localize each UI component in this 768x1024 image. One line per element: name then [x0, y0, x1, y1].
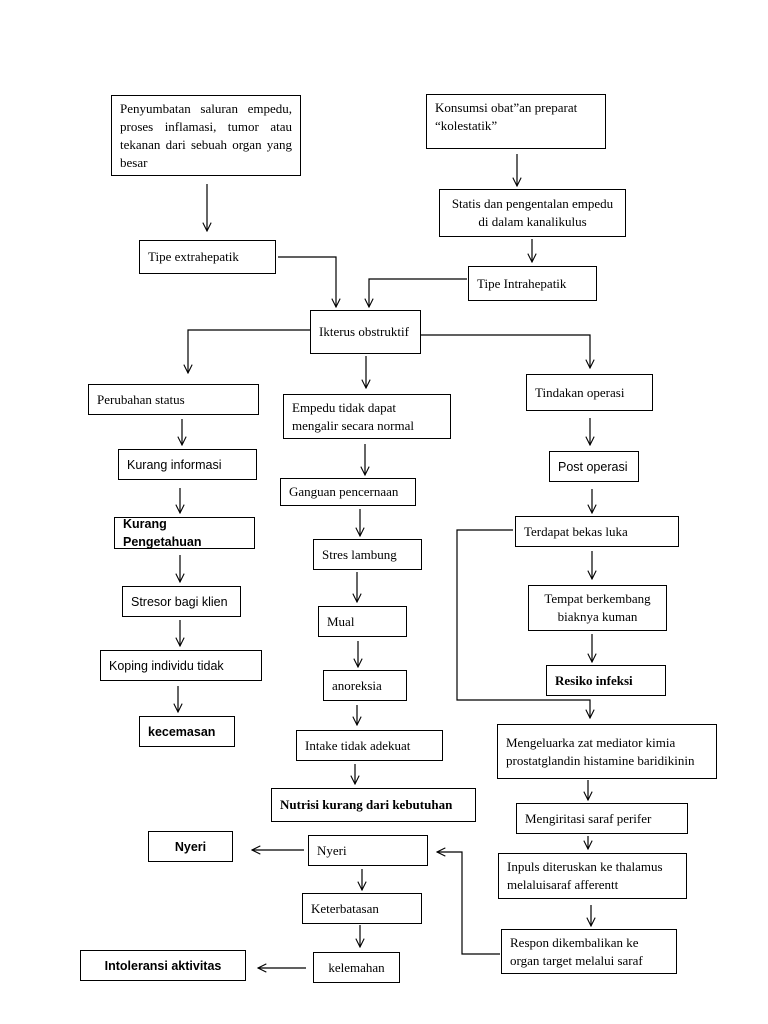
node-intoleransi-aktivitas: Intoleransi aktivitas — [80, 950, 246, 981]
node-konsumsi-obat: Konsumsi obat”an preparat “kolestatik” — [426, 94, 606, 149]
node-keterbatasan: Keterbatasan — [302, 893, 422, 924]
node-penyumbatan-saluran-empedu: Penyumbatan saluran empedu, proses infla… — [111, 95, 301, 176]
node-post-operasi: Post operasi — [549, 451, 639, 482]
node-terdapat-bekas-luka: Terdapat bekas luka — [515, 516, 679, 547]
node-ikterus-obstruktif: Ikterus obstruktif — [310, 310, 421, 354]
node-kelemahan: kelemahan — [313, 952, 400, 983]
node-kurang-informasi: Kurang informasi — [118, 449, 257, 480]
edge-n4-n6 — [278, 256, 336, 307]
edge-n6-n7 — [188, 329, 310, 373]
node-inpuls-diteruskan-thalamus: Inpuls diteruskan ke thalamus melaluisar… — [498, 853, 687, 899]
node-anoreksia: anoreksia — [323, 670, 407, 701]
node-statis-pengentalan-empedu: Statis dan pengentalan empedu di dalam k… — [439, 189, 626, 237]
node-respon-dikembalikan: Respon dikembalikan ke organ target mela… — [501, 929, 677, 974]
node-nyeri: Nyeri — [308, 835, 428, 866]
edge-n31-n28 — [437, 852, 500, 955]
node-stresor-bagi-klien: Stresor bagi klien — [122, 586, 241, 617]
node-kurang-pengetahuan: Kurang Pengetahuan — [114, 517, 255, 549]
node-tipe-intrahepatik: Tipe Intrahepatik — [468, 266, 597, 301]
node-nyeri-diagnosis: Nyeri — [148, 831, 233, 862]
node-resiko-infeksi: Resiko infeksi — [546, 665, 666, 696]
node-empedu-tidak-mengalir: Empedu tidak dapat mengalir secara norma… — [283, 394, 451, 439]
node-stres-lambung: Stres lambung — [313, 539, 422, 570]
node-mengiritasi-saraf-perifer: Mengiritasi saraf perifer — [516, 803, 688, 834]
edge-n5-n6 — [369, 278, 467, 307]
node-kecemasan: kecemasan — [139, 716, 235, 747]
node-ganguan-pencernaan: Ganguan pencernaan — [280, 478, 416, 506]
node-mual: Mual — [318, 606, 407, 637]
node-perubahan-status: Perubahan status — [88, 384, 259, 415]
node-koping-individu-tidak: Koping individu tidak — [100, 650, 262, 681]
edge-n6-n9 — [421, 334, 590, 368]
node-tindakan-operasi: Tindakan operasi — [526, 374, 653, 411]
node-tipe-extrahepatik: Tipe extrahepatik — [139, 240, 276, 274]
node-mengeluarkan-zat-mediator: Mengeluarka zat mediator kimia prostatgl… — [497, 724, 717, 779]
node-tempat-berkembang-biak-kuman: Tempat berkembang biaknya kuman — [528, 585, 667, 631]
node-intake-tidak-adekuat: Intake tidak adekuat — [296, 730, 443, 761]
node-nutrisi-kurang-dari-kebutuhan: Nutrisi kurang dari kebutuhan — [271, 788, 476, 822]
